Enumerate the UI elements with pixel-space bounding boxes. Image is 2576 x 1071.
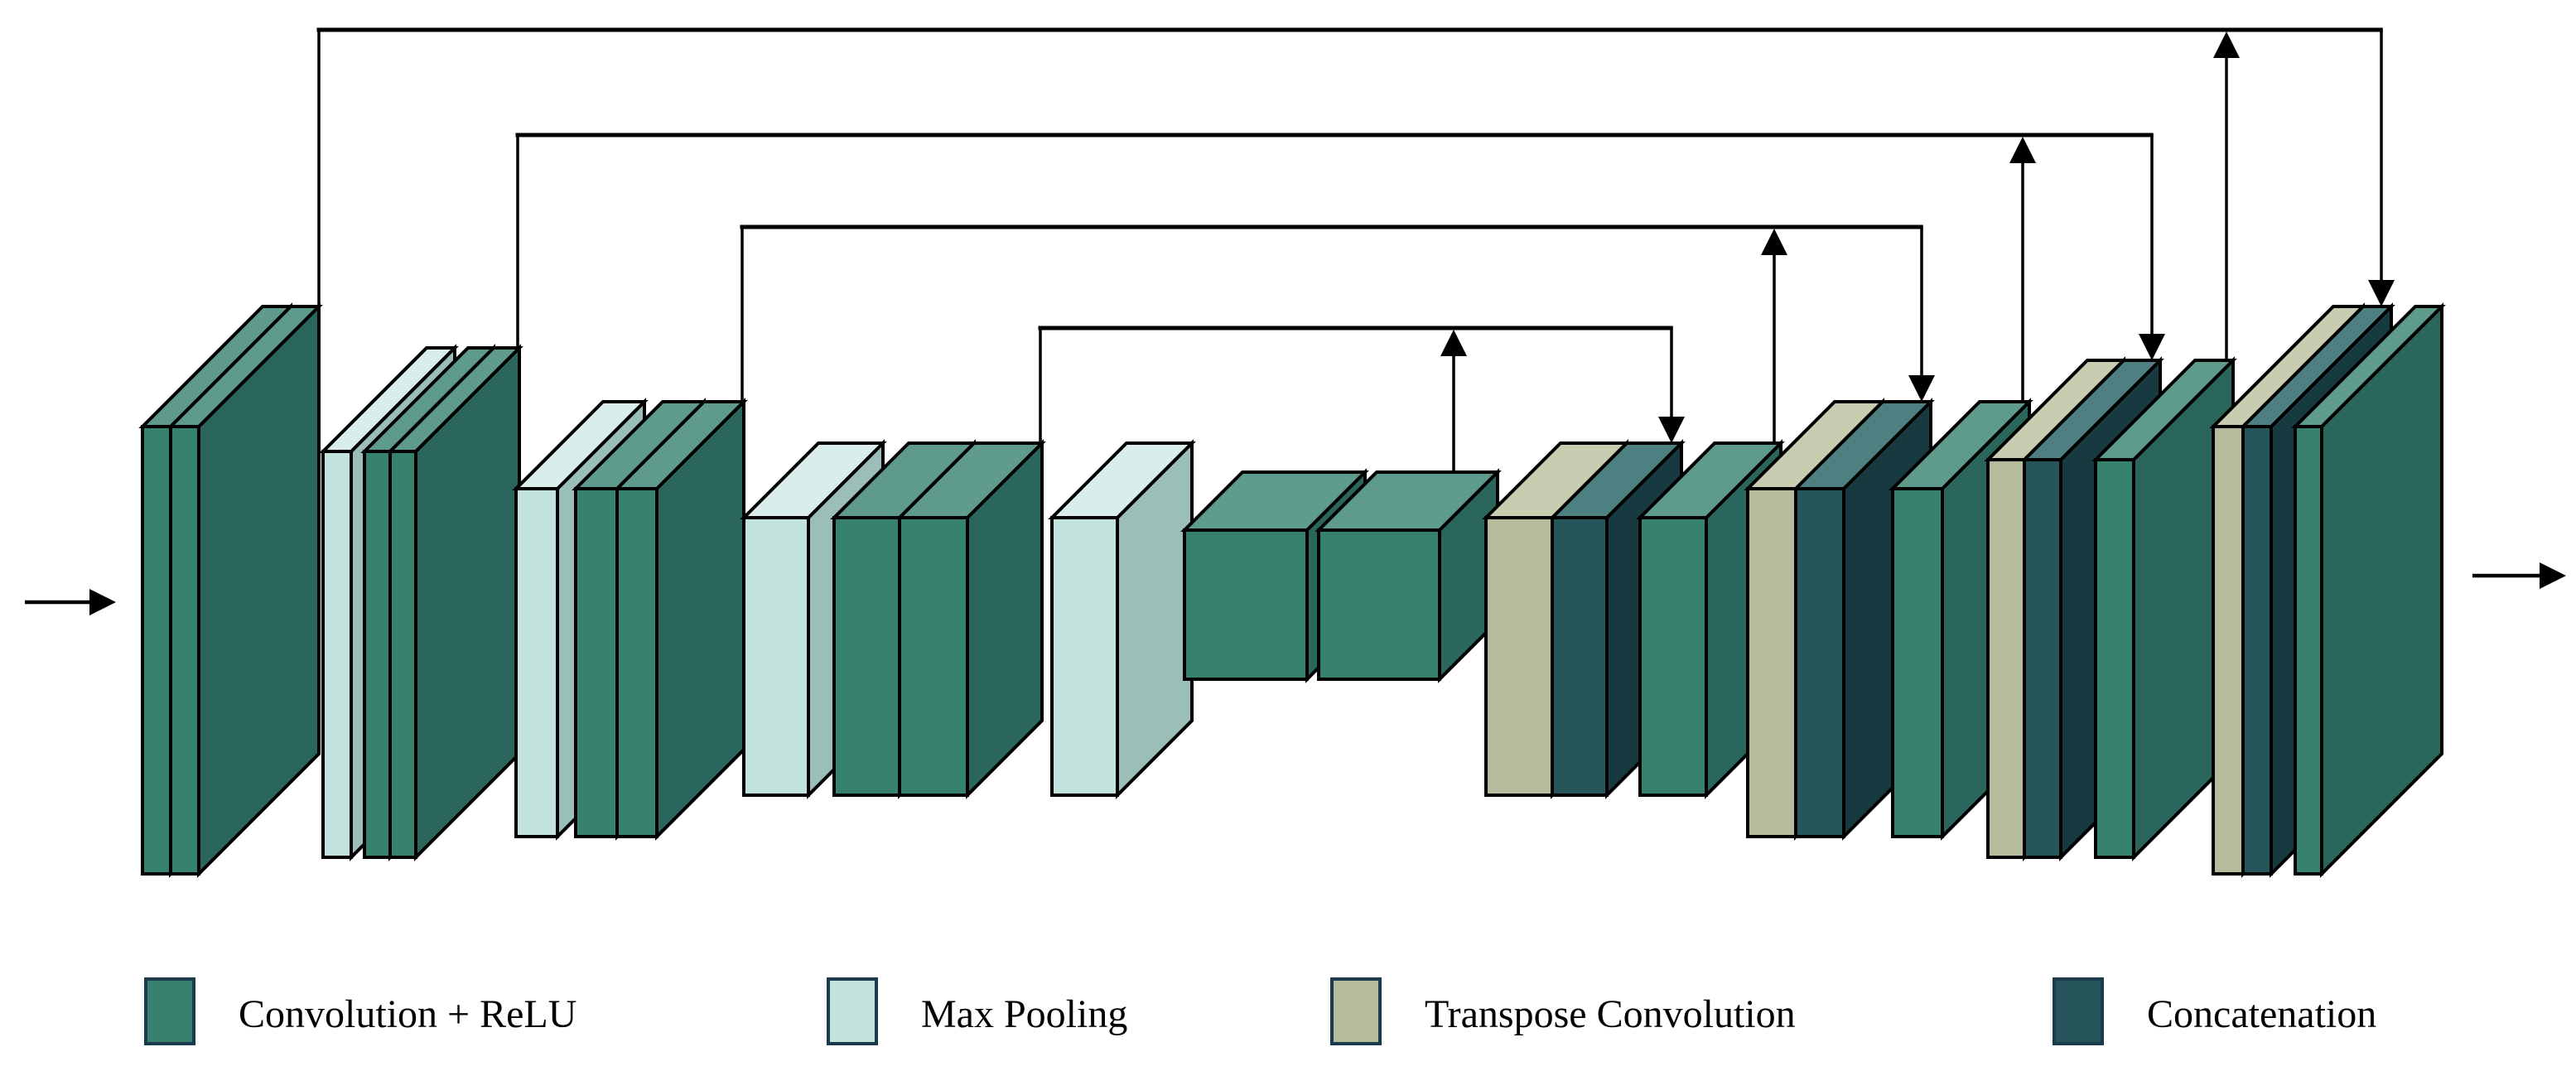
slab-front-face bbox=[1484, 516, 1554, 797]
legend-label: Convolution + ReLU bbox=[239, 992, 576, 1036]
encoder-stage-2-conv-block-3 bbox=[386, 344, 523, 861]
slab-front-face bbox=[1551, 516, 1609, 797]
encoder-stage-4 bbox=[740, 439, 1046, 799]
slab-front-face bbox=[615, 487, 658, 838]
slab-front-face bbox=[2023, 458, 2062, 859]
slab-front-face bbox=[2294, 425, 2323, 876]
slab-front-face bbox=[1183, 528, 1309, 681]
bottleneck-pool bbox=[1048, 439, 1196, 799]
arrowhead-up-icon bbox=[1440, 330, 1467, 356]
arrowhead-up-icon bbox=[2009, 137, 2036, 163]
slab-front-face bbox=[2241, 425, 2273, 876]
slab-front-face bbox=[1050, 516, 1119, 797]
slab-front-face bbox=[514, 487, 559, 838]
slab-front-face bbox=[1986, 458, 2026, 859]
slab-front-face bbox=[321, 450, 353, 859]
arrowhead-up-icon bbox=[2213, 31, 2240, 58]
legend-swatch-conv-icon bbox=[144, 977, 195, 1045]
slab-front-face bbox=[2094, 458, 2135, 859]
encoder-stage-1-conv-block-2 bbox=[166, 302, 323, 878]
legend-swatch-pool-icon bbox=[827, 977, 878, 1045]
slab-front-face bbox=[1794, 487, 1845, 838]
legend-item-concat: Concatenation bbox=[2053, 977, 2376, 1045]
slab-front-face bbox=[574, 487, 619, 838]
encoder-stage-3 bbox=[512, 398, 748, 841]
bottleneck-convs-conv-block-2 bbox=[1315, 468, 1502, 683]
arrowhead-up-icon bbox=[1761, 229, 1787, 255]
arrowhead-down-icon bbox=[1658, 417, 1685, 443]
arrowhead-down-icon bbox=[2368, 280, 2395, 306]
slab-front-face bbox=[1317, 528, 1441, 681]
slab-front-face bbox=[898, 516, 969, 797]
slab-front-face bbox=[1746, 487, 1797, 838]
legend-item-conv: Convolution + ReLU bbox=[144, 977, 576, 1045]
slab-front-face bbox=[832, 516, 901, 797]
input-arrow bbox=[25, 589, 116, 615]
slab-front-face bbox=[1638, 516, 1708, 797]
bottleneck-pool-pool-block-1 bbox=[1048, 439, 1196, 799]
skip-connection-3 bbox=[740, 224, 1935, 443]
legend: Convolution + ReLU Max Pooling Transpose C… bbox=[144, 977, 2376, 1045]
slab-front-face bbox=[1891, 487, 1944, 838]
arrowhead-right-icon bbox=[2540, 562, 2566, 589]
slab-front-face bbox=[169, 425, 200, 876]
legend-swatch-tconv-icon bbox=[1330, 977, 1382, 1045]
arrowhead-right-icon bbox=[89, 589, 116, 615]
legend-item-pool: Max Pooling bbox=[827, 977, 1127, 1045]
slab-front-face bbox=[363, 450, 392, 859]
encoder-stage-1 bbox=[138, 302, 323, 878]
skip-connection-4 bbox=[1038, 326, 1685, 472]
decoder-stage-4-conv-block-3 bbox=[2291, 302, 2446, 878]
arrows-layer bbox=[25, 27, 2566, 615]
decoder-stage-3-conv-block-3 bbox=[2091, 356, 2237, 861]
slab-front-face bbox=[141, 425, 172, 876]
decoder-stage-1 bbox=[1482, 439, 1785, 799]
legend-label: Transpose Convolution bbox=[1425, 992, 1796, 1036]
skip-connection-2 bbox=[515, 133, 2165, 402]
legend-label: Concatenation bbox=[2147, 992, 2376, 1036]
slab-front-face bbox=[742, 516, 810, 797]
encoder-stage-3-conv-block-3 bbox=[613, 398, 748, 841]
encoder-stage-2 bbox=[319, 344, 523, 861]
arrowhead-down-icon bbox=[2139, 334, 2165, 360]
legend-label: Max Pooling bbox=[921, 992, 1127, 1036]
slab-front-face bbox=[388, 450, 417, 859]
bottleneck-convs bbox=[1180, 468, 1502, 683]
decoder-stage-3 bbox=[1984, 356, 2237, 861]
arrowhead-down-icon bbox=[1908, 375, 1935, 402]
legend-item-tconv: Transpose Convolution bbox=[1330, 977, 1796, 1045]
skip-connection-1 bbox=[316, 27, 2395, 360]
output-arrow bbox=[2472, 562, 2566, 589]
encoder-stage-4-conv-block-3 bbox=[895, 439, 1046, 799]
decoder-stage-4 bbox=[2209, 302, 2446, 878]
decoder-stage-2 bbox=[1744, 398, 2033, 841]
legend-swatch-concat-icon bbox=[2053, 977, 2104, 1045]
blocks-layer bbox=[138, 302, 2446, 878]
slab-front-face bbox=[2212, 425, 2245, 876]
